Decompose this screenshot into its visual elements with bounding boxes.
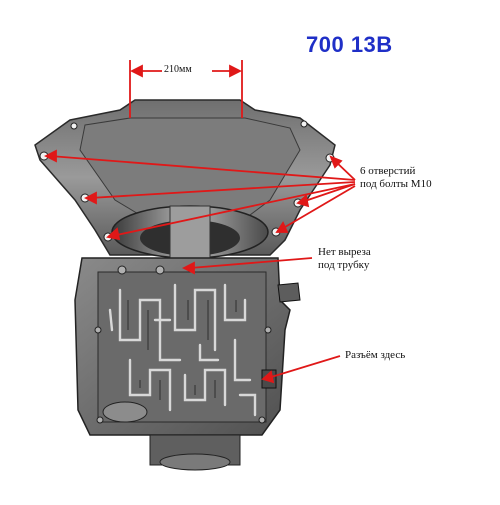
bolt-arrows bbox=[43, 149, 356, 241]
converter-splines bbox=[169, 205, 211, 259]
dimension-label: 210мм bbox=[164, 64, 192, 75]
notch-arrow bbox=[181, 257, 313, 275]
model-title: 700 13B bbox=[306, 32, 393, 57]
bolts-callout: 6 отверстий под болты M10 bbox=[360, 165, 432, 191]
notch-callout-line1: Нет выреза bbox=[318, 246, 371, 258]
filter-round bbox=[102, 401, 148, 423]
notch-callout: Нет выреза под трубку bbox=[318, 246, 371, 272]
case-bolts bbox=[94, 265, 272, 424]
dimension-marker bbox=[129, 60, 243, 118]
notch-callout-line2: под трубку bbox=[318, 259, 370, 271]
valve-channels bbox=[108, 283, 257, 417]
connector-callout: Разъём здесь bbox=[345, 349, 406, 361]
valve-channels-dark bbox=[127, 300, 237, 400]
bolts-callout-line1: 6 отверстий bbox=[360, 165, 416, 177]
bolts-callout-line2: под болты M10 bbox=[360, 178, 432, 190]
valve-body bbox=[97, 271, 267, 423]
connector-arrow bbox=[261, 355, 341, 384]
side-fitting bbox=[277, 282, 301, 303]
output-flange bbox=[159, 453, 231, 471]
